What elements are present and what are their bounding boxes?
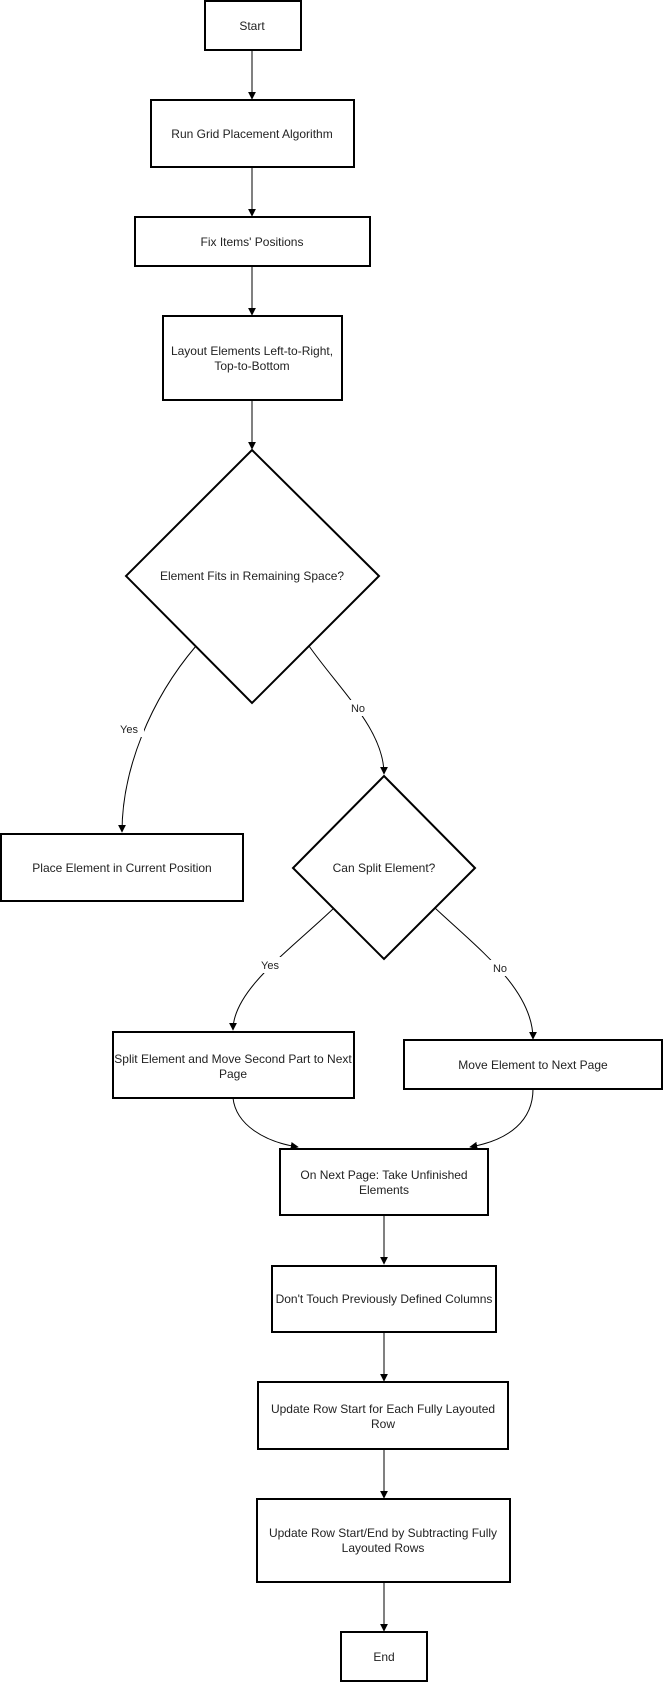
node-layout-label-line1: Layout Elements Left-to-Right, [171, 344, 333, 358]
node-dont-touch: Don't Touch Previously Defined Columns [271, 1265, 497, 1333]
node-layout-elements: Layout Elements Left-to-Right, Top-to-Bo… [162, 315, 343, 401]
node-fits-decision: Element Fits in Remaining Space? [124, 448, 381, 705]
node-fix-items: Fix Items' Positions [134, 216, 371, 267]
edge-label-split-yes: Yes [261, 960, 279, 972]
node-run-grid: Run Grid Placement Algorithm [150, 99, 355, 168]
node-move-element: Move Element to Next Page [403, 1039, 663, 1090]
node-end: End [340, 1631, 428, 1682]
node-split-label-line2: Page [219, 1067, 247, 1081]
node-on-next-page: On Next Page: Take Unfinished Elements [279, 1148, 489, 1216]
edge-labels: Yes No Yes No [114, 700, 512, 976]
node-dont-touch-label: Don't Touch Previously Defined Columns [276, 1292, 493, 1306]
node-place-label: Place Element in Current Position [32, 861, 211, 875]
node-start-label: Start [239, 19, 265, 33]
node-can-split-decision: Can Split Element? [291, 774, 477, 961]
node-next-page-label-line2: Elements [359, 1183, 409, 1197]
node-start: Start [204, 0, 302, 51]
edge-label-fits-no: No [351, 703, 365, 715]
node-split-label-line1: Split Element and Move Second Part to Ne… [114, 1052, 352, 1066]
node-fits-label: Element Fits in Remaining Space? [160, 569, 344, 583]
node-row-end-label-line1: Update Row Start/End by Subtracting Full… [269, 1526, 497, 1540]
node-end-label: End [373, 1650, 394, 1664]
node-run-grid-label: Run Grid Placement Algorithm [171, 127, 332, 141]
edge-split-no [434, 907, 537, 1040]
node-row-start-label-line2: Row [371, 1417, 395, 1431]
node-row-start-label-line1: Update Row Start for Each Fully Layouted [271, 1402, 495, 1416]
node-split-element: Split Element and Move Second Part to Ne… [112, 1031, 355, 1099]
node-row-end-label-line2: Layouted Rows [342, 1541, 425, 1555]
edge-label-split-no: No [493, 963, 507, 975]
node-layout-label-line2: Top-to-Bottom [214, 359, 289, 373]
node-place-element: Place Element in Current Position [0, 833, 244, 902]
node-fix-items-label: Fix Items' Positions [201, 235, 304, 249]
edge-fits-yes [118, 645, 197, 833]
node-update-row-end: Update Row Start/End by Subtracting Full… [256, 1498, 511, 1583]
edge-move-to-nextpage [469, 1088, 534, 1150]
node-update-row-start: Update Row Start for Each Fully Layouted… [257, 1381, 509, 1450]
node-can-split-label: Can Split Element? [333, 861, 436, 875]
node-move-label: Move Element to Next Page [458, 1058, 608, 1072]
edge-split-to-nextpage [232, 1097, 299, 1150]
node-next-page-label-line1: On Next Page: Take Unfinished [300, 1168, 467, 1182]
edge-label-fits-yes: Yes [120, 724, 138, 736]
